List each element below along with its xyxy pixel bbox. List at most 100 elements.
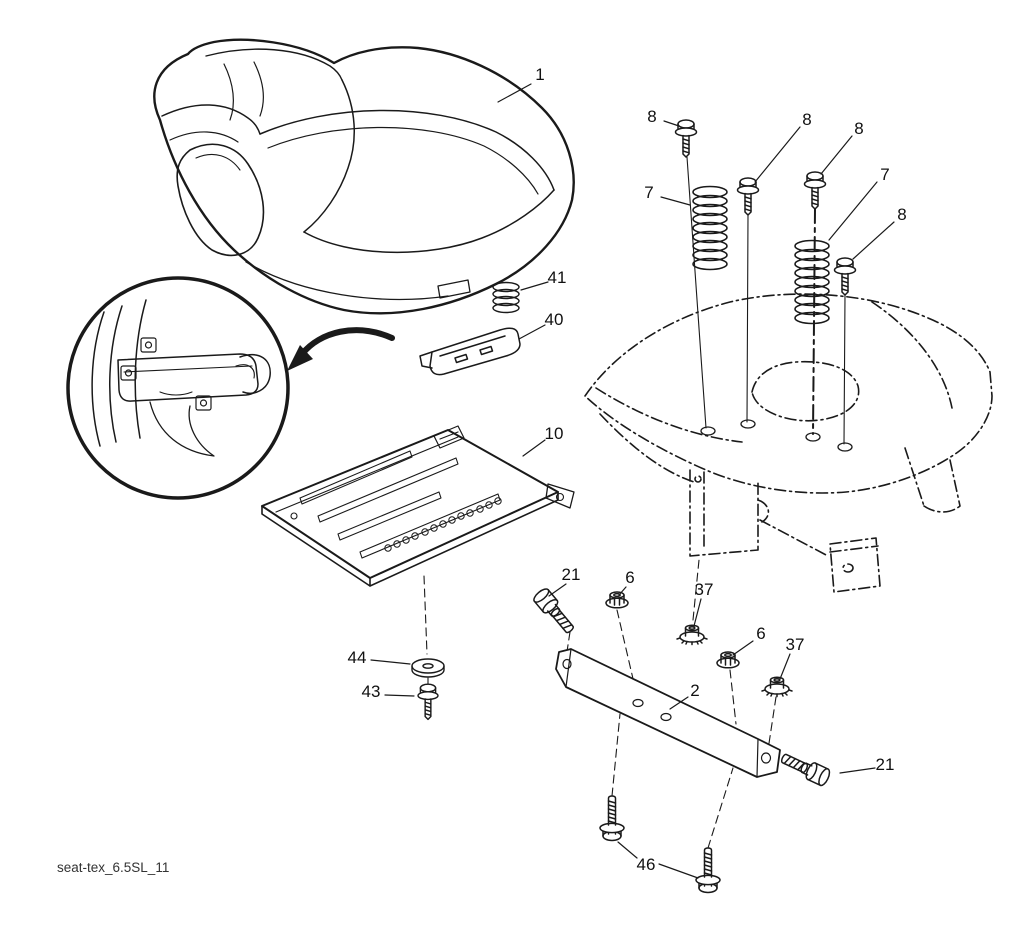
part-shoulder-bolt-21-right bbox=[777, 748, 833, 788]
pan-latch-plate bbox=[433, 425, 465, 449]
pan-fold-line bbox=[275, 436, 459, 513]
seat-left-inner-seam bbox=[169, 131, 239, 143]
part-bolt-46-left bbox=[599, 795, 625, 842]
part-bracket-2 bbox=[555, 648, 781, 778]
centerline-bolt8-d bbox=[843, 294, 846, 445]
callout-21a-label: 21 bbox=[562, 565, 581, 584]
callout-leader-lines bbox=[370, 83, 895, 879]
seat-outline bbox=[153, 38, 575, 315]
seat-back-cushion-seam bbox=[303, 79, 355, 233]
seat-side-opening-inner bbox=[195, 153, 241, 171]
part-spring-7-left bbox=[692, 185, 728, 271]
part-nut-37-right bbox=[761, 676, 793, 698]
callout-1-label: 1 bbox=[535, 65, 544, 84]
callout-7b-label: 7 bbox=[880, 165, 889, 184]
callout-7a-label: 7 bbox=[644, 183, 653, 202]
part-seat-pan-10 bbox=[261, 425, 575, 587]
part-spring-7-right bbox=[794, 239, 830, 325]
chassis-outline bbox=[584, 293, 993, 593]
detail-latch-hook bbox=[239, 354, 271, 394]
part-clip-40 bbox=[419, 327, 521, 376]
bracket2-outline bbox=[555, 648, 781, 778]
centerline-bolt8-c bbox=[812, 208, 816, 435]
detail-button-1 bbox=[140, 337, 157, 353]
chassis-opening bbox=[751, 360, 860, 422]
callout-8b-label: 8 bbox=[802, 110, 811, 129]
detail-button-3 bbox=[195, 395, 212, 411]
callout-37b-label: 37 bbox=[786, 635, 805, 654]
detail-arrow bbox=[287, 327, 395, 371]
callout-8a-label: 8 bbox=[647, 107, 656, 126]
seat-side-opening bbox=[176, 143, 265, 257]
bracket2-hole-1 bbox=[632, 698, 644, 708]
part-spring-41 bbox=[492, 281, 520, 314]
bracket2-hole-right bbox=[760, 752, 772, 764]
pan-slot-4 bbox=[359, 493, 501, 559]
part-nut-6-left bbox=[605, 591, 629, 609]
callout-44-label: 44 bbox=[348, 648, 367, 667]
callout-43-label: 43 bbox=[362, 682, 381, 701]
callout-2-label: 2 bbox=[690, 681, 699, 700]
callout-41-label: 41 bbox=[548, 268, 567, 287]
detail-inset-circle bbox=[66, 276, 290, 500]
centerline-bolt8-a bbox=[686, 156, 707, 429]
callout-10-label: 10 bbox=[545, 424, 564, 443]
callout-46-label: 46 bbox=[637, 855, 656, 874]
pan-right-tab-hole bbox=[555, 492, 565, 502]
chassis-mount-holes bbox=[700, 419, 853, 452]
diagram-filename: seat-tex_6.5SL_11 bbox=[57, 860, 169, 875]
pan-right-tab bbox=[545, 483, 575, 509]
chassis-right-flap bbox=[904, 447, 961, 513]
detail-bracket-bar bbox=[117, 353, 259, 402]
part-nut-37-left bbox=[676, 624, 708, 646]
detail-seat-edge-1 bbox=[91, 311, 105, 447]
part-bolt-46-right bbox=[695, 847, 721, 894]
part-bolt-8-d bbox=[833, 257, 857, 296]
part-bolt-43 bbox=[417, 683, 439, 721]
pan-slot-1 bbox=[299, 450, 413, 505]
seat-front-seam bbox=[303, 189, 555, 253]
seat-cushion-top-seam bbox=[259, 109, 555, 191]
centerline-bolt8-b bbox=[746, 214, 749, 423]
seat-left-shoulder-seam bbox=[161, 104, 261, 135]
chassis-seat-bracket bbox=[689, 469, 770, 557]
part-washer-44 bbox=[411, 658, 445, 678]
detail-button-2 bbox=[120, 365, 137, 381]
callout-6a-label: 6 bbox=[625, 568, 634, 587]
chassis-clip-box bbox=[759, 519, 881, 593]
part-nut-6-right bbox=[716, 651, 740, 669]
chassis-fender-crease bbox=[871, 301, 953, 409]
pan-left-hole bbox=[290, 512, 298, 520]
detail-bracket-line bbox=[123, 365, 253, 373]
callout-37a-label: 37 bbox=[695, 580, 714, 599]
part-shoulder-bolt-21-left bbox=[531, 585, 579, 638]
seat-cushion-inner-seam bbox=[267, 126, 539, 195]
callout-21b-label: 21 bbox=[876, 755, 895, 774]
seat-hinge-tab bbox=[437, 279, 471, 299]
pan-vent-holes bbox=[384, 497, 502, 552]
seat-back-top-seam bbox=[205, 48, 343, 81]
pan-slot-2 bbox=[317, 457, 459, 523]
part-seat bbox=[153, 38, 575, 315]
detail-small-seam bbox=[159, 391, 193, 396]
callout-labels: 1 8 8 8 7 7 8 41 40 10 21 6 37 6 37 2 21… bbox=[348, 65, 907, 874]
chassis-to-bracket-line bbox=[599, 413, 695, 483]
chassis-inner-contour bbox=[595, 387, 743, 443]
chassis-fender-path bbox=[584, 293, 993, 494]
bracket2-hole-2 bbox=[660, 712, 672, 722]
part-bolt-8-c bbox=[803, 171, 827, 210]
callout-8c-label: 8 bbox=[854, 119, 863, 138]
bracket2-hole-left bbox=[562, 658, 572, 670]
part-bolt-8-b bbox=[736, 177, 760, 216]
callout-40-label: 40 bbox=[545, 310, 564, 329]
pan-slot-3 bbox=[337, 491, 442, 541]
detail-circle-border bbox=[66, 276, 290, 500]
seat-back-pleat-1 bbox=[223, 63, 234, 121]
bracket2-fold-right bbox=[756, 738, 759, 778]
callout-8d-label: 8 bbox=[897, 205, 906, 224]
callout-6b-label: 6 bbox=[756, 624, 765, 643]
seat-back-pleat-2 bbox=[253, 61, 264, 117]
detail-latch-inner bbox=[235, 364, 255, 379]
